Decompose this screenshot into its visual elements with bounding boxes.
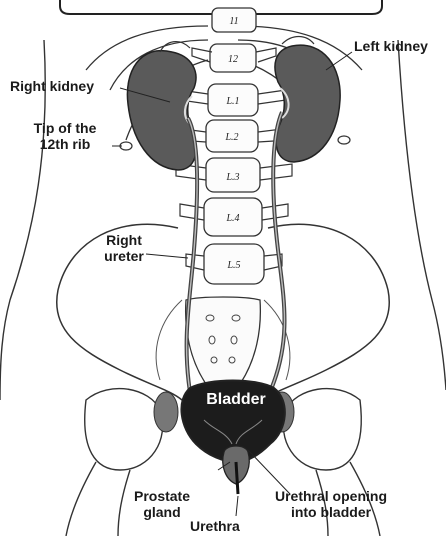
obturator-right (154, 392, 178, 432)
hip-right (85, 389, 163, 470)
urethra (236, 462, 238, 494)
vertebral-column (204, 8, 264, 284)
label-right-ureter: Right ureter (98, 232, 150, 264)
left-kidney (275, 45, 340, 162)
adrenal-left (282, 37, 314, 45)
label-tip-line1: Tip of the (22, 120, 108, 136)
label-right-kidney: Right kidney (10, 78, 94, 94)
label-urethral-opening: Urethral opening into bladder (258, 488, 404, 520)
label-urethral-line1: Urethral opening (258, 488, 404, 504)
vertebra-label: 12 (228, 54, 238, 65)
vertebra-label: L.2 (224, 132, 238, 143)
label-tip-of-12th-rib: Tip of the 12th rib (22, 120, 108, 152)
vertebra-label: L.1 (225, 96, 239, 107)
rib-tip-left (338, 136, 350, 144)
label-urethral-line2: into bladder (258, 504, 404, 520)
label-prostate-line1: Prostate (116, 488, 208, 504)
label-left-kidney: Left kidney (354, 38, 428, 54)
torso-outline-left (0, 40, 45, 400)
label-bladder: Bladder (206, 391, 266, 408)
sacrum (186, 297, 261, 390)
hip-left (283, 389, 361, 470)
label-tip-line2: 12th rib (22, 136, 108, 152)
vertebra-label: L.5 (226, 260, 240, 271)
torso-outline-right (398, 40, 446, 390)
vertebra-label: L.4 (225, 213, 239, 224)
label-prostate-gland: Prostate gland (116, 488, 208, 520)
vertebra-label: L.3 (225, 172, 239, 183)
label-right-ureter-line1: Right (98, 232, 150, 248)
label-right-ureter-line2: ureter (98, 248, 150, 264)
vertebra-label: 11 (229, 16, 238, 27)
pelvis-inner-right (156, 300, 182, 380)
label-urethra: Urethra (190, 518, 240, 534)
